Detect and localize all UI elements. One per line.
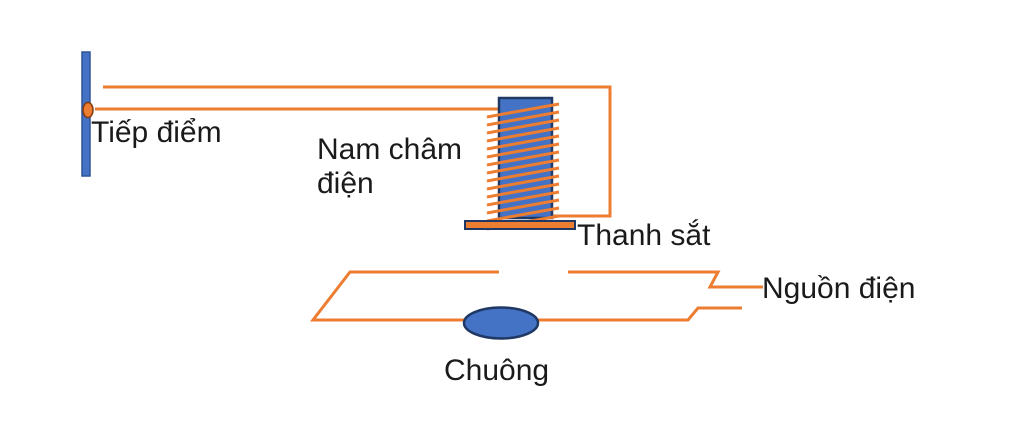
coil-winding (486, 118, 560, 135)
coil-winding (486, 190, 560, 207)
coil-winding (486, 174, 560, 191)
coil-winding (486, 158, 560, 175)
bell-ellipse (462, 306, 540, 340)
battery-terminal-wire (568, 270, 763, 289)
label-bell: Chuông (444, 354, 550, 387)
coil-winding (486, 126, 560, 143)
label-contact: Tiếp điểm (91, 116, 222, 149)
coil-winding (486, 142, 560, 159)
coil-winding (486, 206, 560, 223)
wire-top-loop (103, 85, 612, 218)
coil-winding (486, 150, 560, 167)
label-iron-bar: Thanh sắt (577, 219, 711, 252)
coil-winding (486, 110, 560, 127)
coil-winding (486, 182, 560, 199)
coil-windings (486, 102, 560, 231)
coil-winding (486, 198, 560, 215)
coil-winding (486, 102, 560, 119)
coil-winding (486, 166, 560, 183)
label-electromagnet: Nam châm điện (317, 133, 463, 200)
iron-bar (464, 220, 576, 230)
coil-winding (486, 134, 560, 151)
label-power-source: Nguồn điện (762, 272, 916, 305)
contact-point-dot (82, 101, 94, 119)
